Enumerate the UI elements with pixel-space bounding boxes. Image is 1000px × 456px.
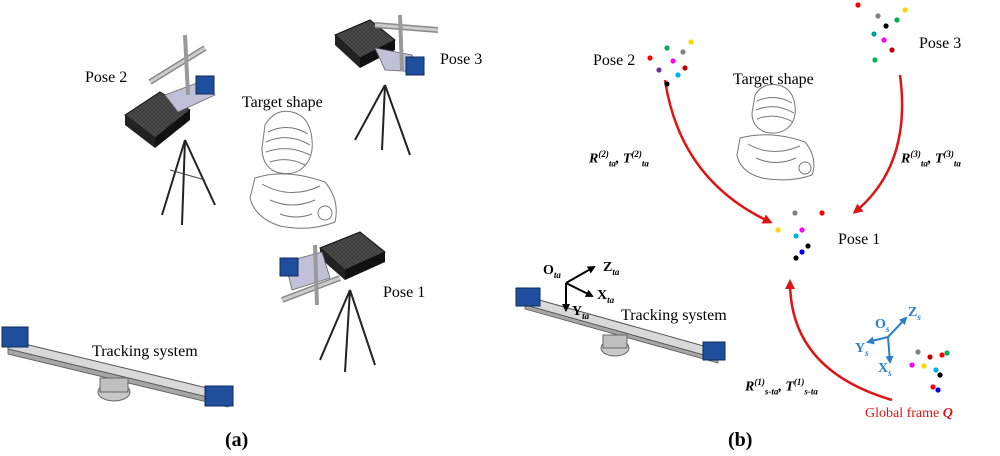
- arrow-pose2-to-pose1: [663, 79, 773, 224]
- marker-point: [894, 17, 900, 23]
- sensor-x-label: Xs: [878, 361, 892, 378]
- pose2-label-b: Pose 2: [593, 52, 636, 69]
- marker-point: [944, 350, 950, 356]
- tracker-y-label: Yta: [572, 304, 590, 321]
- scanner-pose1-a: [279, 231, 386, 373]
- marker-point: [883, 23, 889, 29]
- marker-point: [909, 362, 915, 368]
- marker-point: [927, 354, 933, 360]
- marker-point: [680, 49, 686, 55]
- marker-cloud-global: [909, 349, 950, 393]
- marker-point: [664, 81, 670, 87]
- marker-point: [647, 55, 653, 61]
- marker-point: [682, 65, 688, 71]
- marker-point: [915, 349, 921, 355]
- marker-point: [889, 47, 895, 53]
- marker-point: [933, 367, 939, 373]
- transform3-label: R(3)ta, T(3)ta: [901, 149, 961, 169]
- sensor-y-label: Ys: [855, 341, 869, 358]
- marker-point: [799, 227, 805, 233]
- marker-cloud-pose2: [647, 39, 694, 87]
- target-shape-label-a: Target shape: [242, 94, 323, 111]
- sensor-origin-label: Os: [875, 317, 890, 334]
- pose2-label-a: Pose 2: [85, 69, 128, 86]
- target-shape-a: [249, 110, 337, 229]
- caption-a: (a): [225, 429, 249, 451]
- arrow-global-to-pose1: [785, 279, 893, 402]
- scanner-pose2-a: [124, 34, 216, 226]
- marker-point: [670, 58, 676, 64]
- marker-point: [775, 227, 781, 233]
- arrow-pose3-to-pose1: [852, 74, 904, 214]
- target-shape-b: [736, 84, 815, 181]
- tracking-system-label-a: Tracking system: [92, 343, 198, 360]
- caption-b: (b): [728, 429, 753, 451]
- marker-point: [871, 31, 877, 37]
- transform1-label: R(1)s-ta, T(1)s-ta: [745, 377, 818, 397]
- marker-point: [937, 372, 943, 378]
- tracker-z-label: Zta: [603, 260, 620, 277]
- marker-point: [664, 45, 670, 51]
- marker-point: [881, 37, 887, 43]
- tracker-x-label: Xta: [597, 288, 615, 305]
- sensor-frame-axes: [866, 316, 908, 364]
- marker-point: [875, 13, 881, 19]
- marker-point: [819, 210, 825, 216]
- tracker-origin-label: Ota: [543, 263, 561, 280]
- marker-point: [688, 39, 694, 45]
- sensor-z-label: Zs: [908, 305, 921, 322]
- tracker-frame-axes: [562, 266, 596, 312]
- marker-point: [792, 210, 798, 216]
- pose3-label-b: Pose 3: [919, 35, 962, 52]
- tracking-system-bar-a: [1, 326, 234, 408]
- global-frame-label: Global frame Q: [865, 406, 953, 421]
- marker-cloud-pose3: [855, 2, 908, 63]
- marker-point: [921, 363, 927, 369]
- marker-point: [793, 255, 799, 261]
- marker-point: [872, 57, 878, 63]
- marker-point: [675, 72, 681, 78]
- tracking-system-label-b: Tracking system: [621, 307, 727, 324]
- pose1-label-b: Pose 1: [838, 231, 881, 248]
- marker-point: [855, 2, 861, 8]
- marker-point: [805, 243, 811, 249]
- marker-cloud-pose1: [775, 210, 825, 261]
- marker-point: [930, 384, 936, 390]
- target-shape-label-b: Target shape: [733, 71, 814, 88]
- marker-point: [902, 7, 908, 13]
- scanner-pose3-a: [334, 14, 439, 156]
- marker-point: [799, 249, 805, 255]
- marker-point: [793, 233, 799, 239]
- tracking-system-bar-b: [515, 287, 726, 364]
- transform2-label: R(2)ta, T(2)ta: [589, 149, 649, 169]
- pose1-label-a: Pose 1: [383, 284, 426, 301]
- pose3-label-a: Pose 3: [440, 51, 483, 68]
- marker-point: [939, 352, 945, 358]
- marker-point: [656, 67, 662, 73]
- marker-point: [935, 387, 941, 393]
